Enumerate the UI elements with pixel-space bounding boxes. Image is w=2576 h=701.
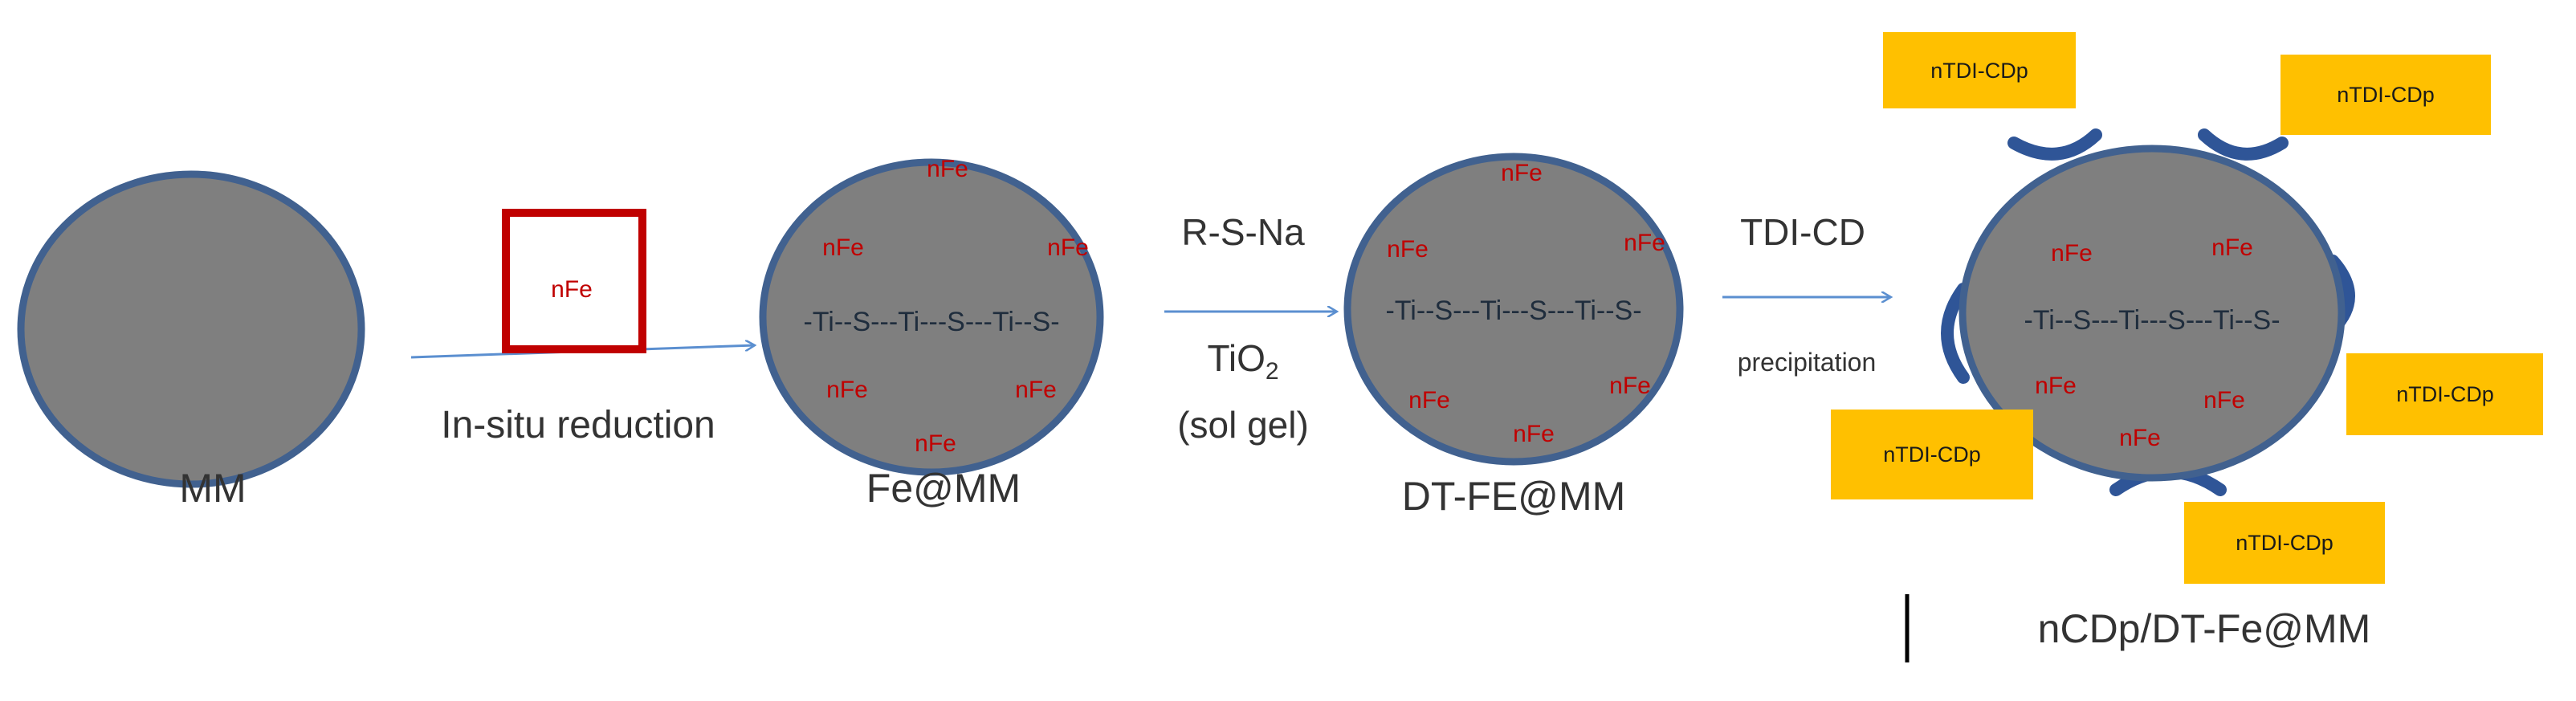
dt-fe-mm-label: DT-FE@MM	[1402, 474, 1626, 519]
tag-label: nTDI-CDp	[2396, 382, 2494, 406]
nfe-label: nFe	[2051, 240, 2093, 267]
hook-top-right	[2198, 128, 2289, 161]
fe-mm-label: Fe@MM	[866, 466, 1021, 511]
nfe-label: nFe	[1015, 377, 1057, 403]
tdi-cd-label: TDI-CD	[1740, 211, 1865, 253]
nfe-label: nFe	[1501, 160, 1543, 186]
sol-gel-label: (sol gel)	[1177, 404, 1309, 446]
tio2-label: TiO2	[1207, 337, 1278, 385]
nfe-label: nFe	[2119, 425, 2161, 451]
nfe-box	[502, 209, 646, 353]
tag-label: nTDI-CDp	[2337, 83, 2435, 107]
ti-s-chain: -Ti--S---Ti---S---Ti--S-	[803, 307, 1059, 337]
nfe-label: nFe	[1624, 230, 1665, 256]
tag-bottom: nTDI-CDp	[2184, 502, 2385, 584]
rsna-label: R-S-Na	[1181, 211, 1305, 253]
nfe-label: nFe	[1513, 421, 1555, 447]
nfe-label: nFe	[822, 234, 864, 261]
nfe-label: nFe	[2203, 387, 2245, 414]
ti-s-chain: -Ti--S---Ti---S---Ti--S-	[2024, 305, 2280, 336]
tag-left: nTDI-CDp	[1831, 410, 2033, 499]
ncdp-particle	[1958, 145, 2346, 482]
ti-s-chain: -Ti--S---Ti---S---Ti--S-	[1385, 295, 1641, 326]
fe-mm-particle	[759, 158, 1104, 476]
nfe-label: nFe	[826, 377, 868, 403]
hook-top-left	[2007, 128, 2102, 161]
tag-top-right: nTDI-CDp	[2280, 55, 2491, 135]
nfe-label: nFe	[927, 156, 968, 182]
nfe-label: nFe	[2211, 234, 2253, 261]
tag-label: nTDI-CDp	[1930, 59, 2028, 83]
tag-label: nTDI-CDp	[2236, 531, 2333, 555]
nfe-label: nFe	[2035, 373, 2077, 399]
dt-fe-mm-particle	[1343, 153, 1684, 466]
mm-particle	[17, 170, 365, 488]
nfe-label: nFe	[915, 430, 956, 457]
nfe-box-label: nFe	[551, 276, 593, 303]
in-situ-reduction-label: In-situ reduction	[441, 404, 715, 446]
tag-right: nTDI-CDp	[2346, 353, 2543, 435]
nfe-label: nFe	[1408, 387, 1450, 414]
nfe-label: nFe	[1047, 234, 1089, 261]
precipitation-label: precipitation	[1738, 348, 1877, 377]
nfe-label: nFe	[1387, 236, 1429, 263]
nfe-label: nFe	[1609, 373, 1651, 399]
tag-top-left: nTDI-CDp	[1883, 32, 2076, 108]
mm-label: MM	[179, 466, 246, 511]
tag-label: nTDI-CDp	[1883, 442, 1981, 467]
hook-left	[1941, 283, 1970, 384]
ncdp-label: nCDp/DT-Fe@MM	[2038, 606, 2371, 651]
